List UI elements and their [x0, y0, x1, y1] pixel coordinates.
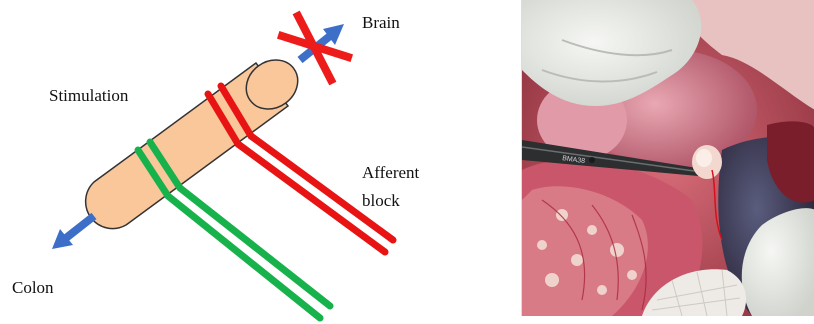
brain-label: Brain [362, 13, 400, 32]
arrow-down-left-icon [52, 216, 94, 249]
green-stimulation-electrode [138, 142, 330, 318]
block-label: block [362, 191, 400, 210]
afferent-label: Afferent [362, 163, 420, 182]
surgical-photo: BMA38 [521, 0, 814, 316]
colon-label: Colon [12, 278, 54, 297]
stimulation-label: Stimulation [49, 86, 129, 105]
